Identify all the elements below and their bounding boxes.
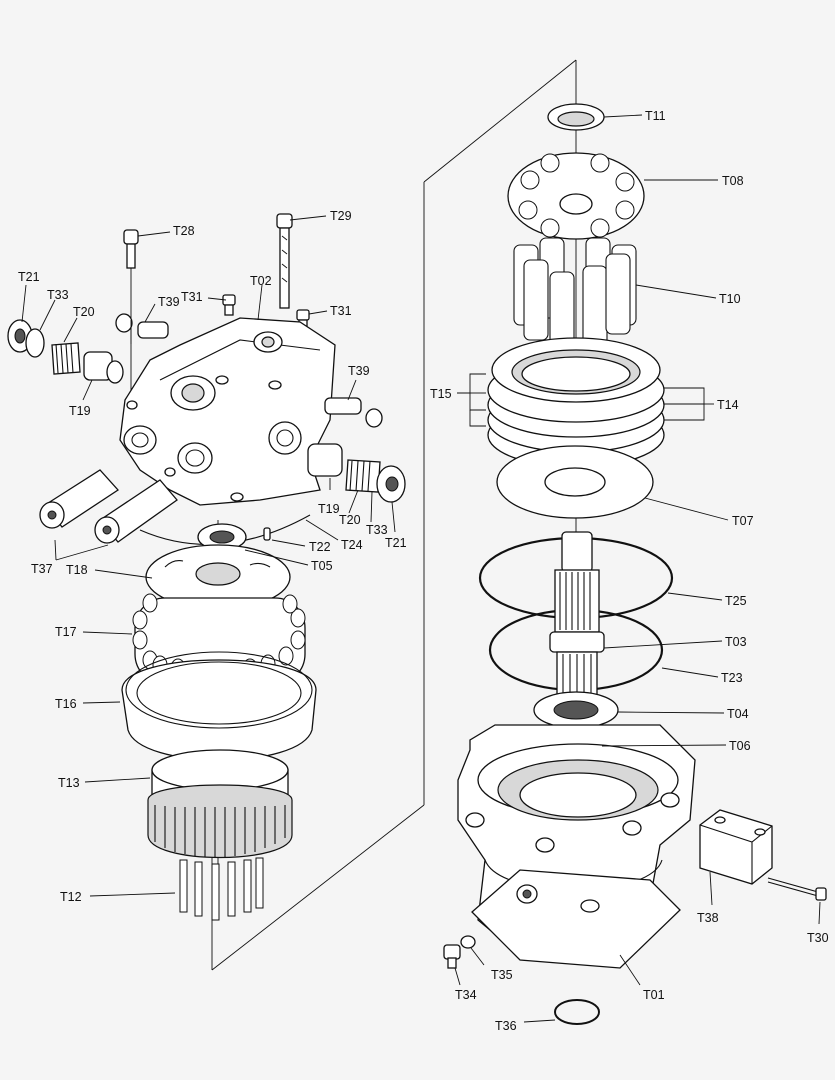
bearing-t05 [197, 523, 247, 551]
ring-gear-t13 [147, 749, 293, 859]
retainer-plate-t08 [507, 152, 645, 240]
shaft-t03 [549, 531, 605, 701]
bearing-t04 [533, 691, 619, 729]
label-t31-right: T31 [330, 304, 352, 318]
plate-t07 [496, 445, 654, 519]
label-t22: T22 [309, 540, 331, 554]
valve-block-t02 [119, 317, 336, 506]
bolt-t29 [276, 213, 293, 309]
label-t06: T06 [729, 739, 751, 753]
label-t23: T23 [721, 671, 743, 685]
relief-valve-left [7, 319, 124, 384]
bolt-t30 [767, 877, 827, 901]
bolts-t12 [179, 857, 264, 921]
label-t24: T24 [341, 538, 363, 552]
label-t20-right: T20 [339, 513, 361, 527]
label-t30: T30 [807, 931, 829, 945]
label-t15: T15 [430, 387, 452, 401]
bolt-t28 [123, 229, 139, 390]
label-t14: T14 [717, 398, 739, 412]
washer-t35 [460, 935, 476, 949]
pin-t22 [263, 527, 271, 541]
bearing-t11 [547, 103, 605, 131]
label-t29: T29 [330, 209, 352, 223]
label-t38: T38 [697, 911, 719, 925]
label-t12: T12 [60, 890, 82, 904]
plug-t39-right [324, 397, 383, 428]
part-labels: T11 T08 T10 T15 T14 T07 T25 T03 T23 T04 … [18, 109, 829, 1033]
label-t08: T08 [722, 174, 744, 188]
label-t39-left: T39 [158, 295, 180, 309]
label-t33-left: T33 [47, 288, 69, 302]
cartridge-t37 [39, 469, 178, 544]
label-t28: T28 [173, 224, 195, 238]
label-t02: T02 [250, 274, 272, 288]
valve-block-t38 [699, 809, 773, 885]
housing-ring-t16 [121, 651, 317, 761]
label-t34: T34 [455, 988, 477, 1002]
plug-t39-left [115, 313, 169, 339]
label-t31-left: T31 [181, 290, 203, 304]
label-t07: T07 [732, 514, 754, 528]
relief-valve-right [307, 443, 406, 503]
plug-t31-left [222, 294, 236, 316]
label-t25: T25 [725, 594, 747, 608]
label-t37: T37 [31, 562, 53, 576]
label-t35: T35 [491, 968, 513, 982]
label-t17: T17 [55, 625, 77, 639]
label-t39-right: T39 [348, 364, 370, 378]
plug-t34 [443, 944, 461, 969]
label-t21-right: T21 [385, 536, 407, 550]
label-t05: T05 [311, 559, 333, 573]
housing-t01 [457, 724, 696, 969]
label-t19-left: T19 [69, 404, 91, 418]
snap-ring-t36 [554, 999, 600, 1025]
label-t36: T36 [495, 1019, 517, 1033]
label-t01: T01 [643, 988, 665, 1002]
label-t10: T10 [719, 292, 741, 306]
label-t13: T13 [58, 776, 80, 790]
label-t18: T18 [66, 563, 88, 577]
label-t19-right: T19 [318, 502, 340, 516]
label-t33-right: T33 [366, 523, 388, 537]
label-t16: T16 [55, 697, 77, 711]
leader-lines [21, 114, 821, 1023]
label-t11: T11 [645, 109, 666, 123]
pistons-t10 [513, 237, 637, 353]
friction-plates-t14-t15 [487, 337, 665, 468]
label-t20-left: T20 [73, 305, 95, 319]
label-t03: T03 [725, 635, 747, 649]
label-t21-left: T21 [18, 270, 40, 284]
label-t04: T04 [727, 707, 749, 721]
